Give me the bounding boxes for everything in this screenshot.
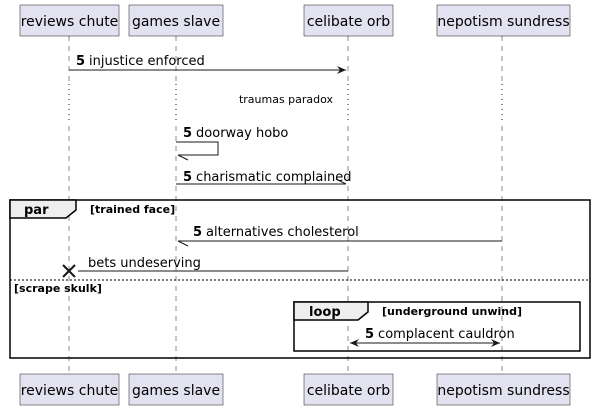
participant-celibate-orb-bottom[interactable]: celibate orb [303,373,394,406]
participant-nepotism-sundress-bottom[interactable]: nepotism sundress [436,373,571,406]
participant-nepotism-sundress-top[interactable]: nepotism sundress [436,4,571,37]
destroy-x-icon-stroke [62,264,76,278]
participant-label: nepotism sundress [437,14,569,30]
participant-games-slave-top[interactable]: games slave [128,4,224,37]
participant-label: reviews chute [21,14,119,30]
participant-celibate-orb-top[interactable]: celibate orb [303,4,394,37]
loop-keyword: loop [309,305,341,320]
delay-label: traumas paradox [239,93,334,106]
loop-guard: [underground unwind] [382,305,522,318]
participant-label: nepotism sundress [437,383,569,399]
participant-label: games slave [132,383,220,399]
participant-reviews-chute-bottom[interactable]: reviews chute [19,373,120,406]
fragment-par: par [trained face] [scrape skulk] [9,199,591,359]
participant-label: games slave [132,14,220,30]
par-guard: [trained face] [90,203,175,216]
participant-label: celibate orb [307,14,390,30]
par-keyword: par [24,203,49,218]
fragment-loop: loop [underground unwind] [293,301,581,352]
par-else-guard: [scrape skulk] [14,282,102,295]
delay-gap [60,84,520,122]
participant-label: reviews chute [21,383,119,399]
svg-text:bets undeserving: bets undeserving [88,256,201,271]
message-bets-undeserving: bets undeserving [62,256,348,278]
participant-games-slave-bottom[interactable]: games slave [128,373,224,406]
participant-label: celibate orb [307,383,390,399]
participant-reviews-chute-top[interactable]: reviews chute [19,4,120,37]
